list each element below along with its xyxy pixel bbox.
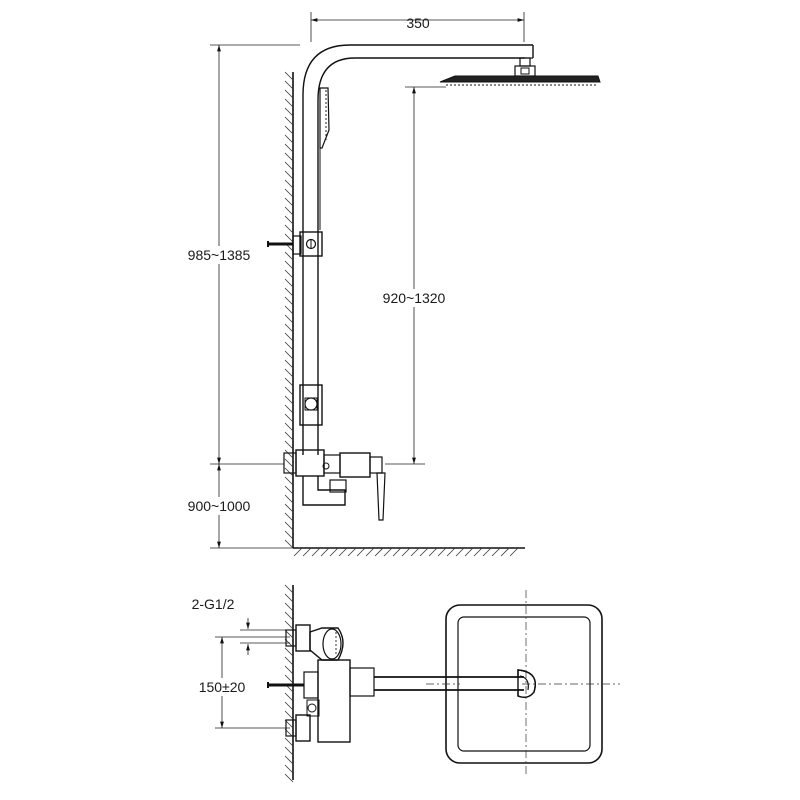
dim-head-height: 920~1320 xyxy=(378,86,450,465)
dim-head-height-label: 920~1320 xyxy=(383,290,446,306)
side-view: 350 985~1385 920~1320 900~1000 xyxy=(185,12,601,557)
slide-holder xyxy=(299,384,323,426)
rain-shower-head xyxy=(439,57,601,86)
dim-mixer-height: 900~1000 xyxy=(185,464,293,549)
dim-mixer-height-label: 900~1000 xyxy=(188,498,251,514)
wall-side xyxy=(284,71,294,549)
mixer-valve-side xyxy=(283,449,386,521)
top-view: 2-G1/2 150±20 xyxy=(192,584,620,783)
floor xyxy=(293,547,525,557)
dim-inlet-thread: 2-G1/2 xyxy=(192,596,290,655)
wall-top xyxy=(284,584,294,783)
dim-inlet-spacing-label: 150±20 xyxy=(199,679,246,695)
dim-inlet-thread-label: 2-G1/2 xyxy=(192,596,235,612)
wall-bracket-upper xyxy=(267,231,323,257)
inlet-upper xyxy=(285,624,311,652)
riser-pipe xyxy=(302,44,534,455)
dim-total-height: 985~1385 xyxy=(185,44,300,465)
dim-inlet-spacing: 150±20 xyxy=(192,636,290,729)
dim-total-height-label: 985~1385 xyxy=(188,247,251,263)
dim-arm-length-label: 350 xyxy=(406,15,430,31)
dim-arm-length: 350 xyxy=(310,12,525,42)
mixer-valve-top xyxy=(303,659,375,743)
wall-bracket-top xyxy=(267,682,304,688)
rain-shower-head-top xyxy=(374,590,620,775)
hand-shower-side xyxy=(319,87,330,230)
hand-shower-top xyxy=(309,627,344,661)
